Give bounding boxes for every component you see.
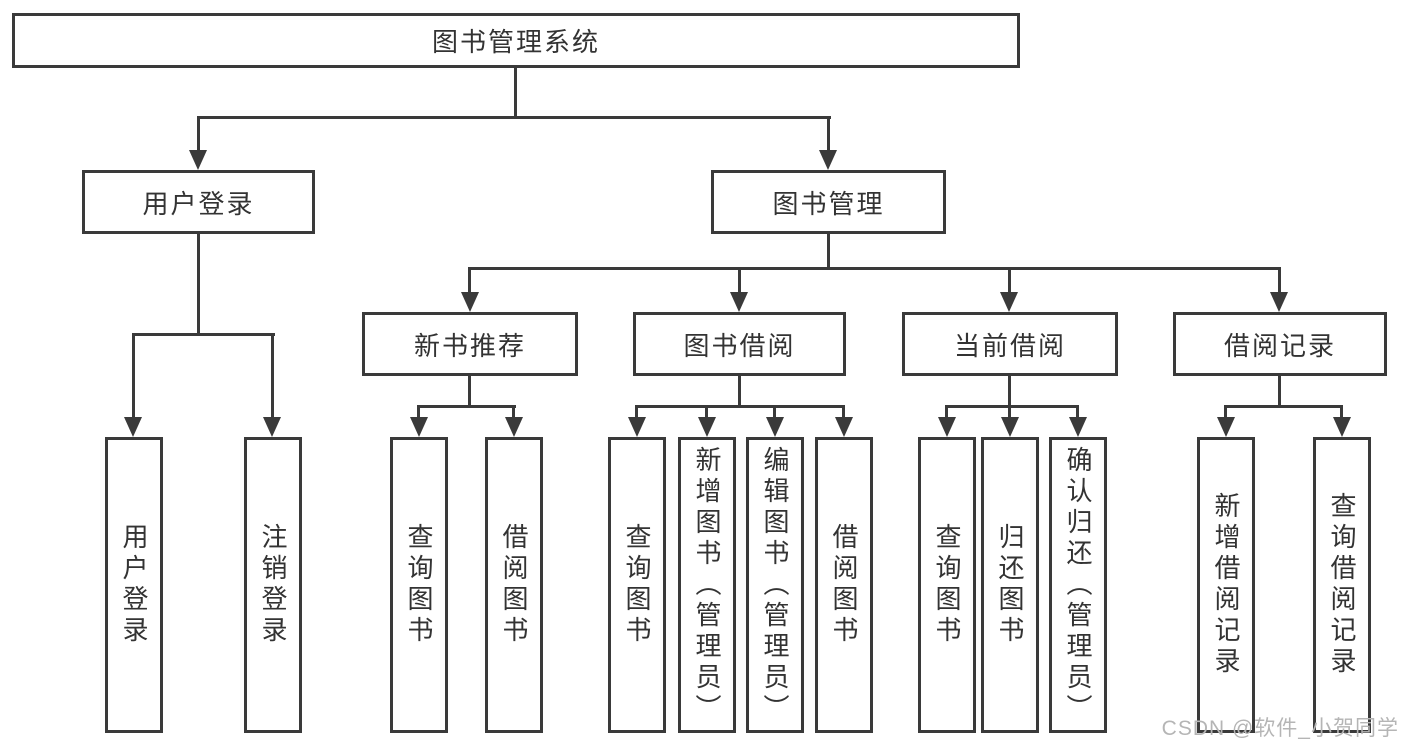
edge-drop-recadd bbox=[1224, 405, 1227, 420]
arrow-down-icon bbox=[505, 417, 523, 437]
node-root: 图书管理系统 bbox=[12, 13, 1020, 68]
node-book-borrow: 图书借阅 bbox=[633, 312, 846, 376]
arrow-down-icon bbox=[938, 417, 956, 437]
edge-root-split bbox=[197, 116, 831, 119]
leaf-borrow-borrow-books: 借阅图书 bbox=[815, 437, 873, 733]
edge-drop-leaf-login bbox=[132, 333, 135, 419]
arrow-down-icon bbox=[189, 150, 207, 170]
arrow-down-icon bbox=[1217, 417, 1235, 437]
arrow-down-icon bbox=[1069, 417, 1087, 437]
edge-drop-bor-add bbox=[705, 405, 708, 420]
arrow-down-icon bbox=[124, 417, 142, 437]
node-book-management: 图书管理 bbox=[711, 170, 946, 234]
edge-userlogin-split bbox=[132, 333, 275, 336]
edge-borrow-trunk bbox=[738, 376, 741, 408]
edge-drop-user-login bbox=[197, 116, 200, 153]
arrow-down-icon bbox=[1001, 417, 1019, 437]
edge-root-trunk bbox=[514, 68, 517, 119]
arrow-down-icon bbox=[698, 417, 716, 437]
edge-current-split bbox=[945, 405, 1079, 408]
edge-current-trunk bbox=[1008, 376, 1011, 408]
edge-drop-rec-borrow bbox=[512, 405, 515, 420]
edge-recommend-trunk bbox=[468, 376, 471, 408]
edge-userlogin-trunk bbox=[197, 234, 200, 336]
node-user-login: 用户登录 bbox=[82, 170, 315, 234]
arrow-down-icon bbox=[1270, 292, 1288, 312]
edge-drop-cur-return bbox=[1008, 405, 1011, 420]
leaf-borrow-query-books: 查询图书 bbox=[608, 437, 666, 733]
edge-drop-rec-query bbox=[417, 405, 420, 420]
edge-drop-cur-query bbox=[945, 405, 948, 420]
arrow-down-icon bbox=[1333, 417, 1351, 437]
arrow-down-icon bbox=[263, 417, 281, 437]
leaf-borrow-edit-books-admin: 编辑图书（管理员） bbox=[746, 437, 804, 733]
leaf-records-add-record: 新增借阅记录 bbox=[1197, 437, 1255, 733]
edge-drop-bor-edit bbox=[773, 405, 776, 420]
edge-records-split bbox=[1224, 405, 1343, 408]
edge-bookmgmt-trunk bbox=[827, 234, 830, 270]
edge-drop-bor-query bbox=[635, 405, 638, 420]
edge-drop-cur-confirm bbox=[1076, 405, 1079, 420]
arrow-down-icon bbox=[819, 150, 837, 170]
arrow-down-icon bbox=[628, 417, 646, 437]
node-borrow-records: 借阅记录 bbox=[1173, 312, 1387, 376]
edge-drop-current bbox=[1008, 267, 1011, 294]
edge-drop-borrow bbox=[738, 267, 741, 294]
arrow-down-icon bbox=[766, 417, 784, 437]
leaf-current-confirm-return-admin: 确认归还（管理员） bbox=[1049, 437, 1107, 733]
arrow-down-icon bbox=[461, 292, 479, 312]
node-current-borrow: 当前借阅 bbox=[902, 312, 1118, 376]
arrow-down-icon bbox=[835, 417, 853, 437]
csdn-watermark: CSDN @软件_小贺同学 bbox=[1161, 717, 1399, 740]
edge-records-trunk bbox=[1278, 376, 1281, 408]
edge-drop-recquery bbox=[1340, 405, 1343, 420]
leaf-recommend-borrow-books: 借阅图书 bbox=[485, 437, 543, 733]
edge-drop-recommend bbox=[468, 267, 471, 294]
arrow-down-icon bbox=[1000, 292, 1018, 312]
node-new-book-recommend: 新书推荐 bbox=[362, 312, 578, 376]
leaf-logout: 注销登录 bbox=[244, 437, 302, 733]
arrow-down-icon bbox=[410, 417, 428, 437]
edge-drop-bor-borrow bbox=[842, 405, 845, 420]
edge-bookmgmt-split bbox=[468, 267, 1281, 270]
leaf-recommend-query-books: 查询图书 bbox=[390, 437, 448, 733]
edge-borrow-split bbox=[635, 405, 845, 408]
edge-drop-records bbox=[1278, 267, 1281, 294]
edge-drop-leaf-logout bbox=[271, 333, 274, 419]
leaf-current-query-books: 查询图书 bbox=[918, 437, 976, 733]
leaf-records-query-record: 查询借阅记录 bbox=[1313, 437, 1371, 733]
leaf-current-return-books: 归还图书 bbox=[981, 437, 1039, 733]
edge-drop-book-management bbox=[827, 116, 830, 153]
leaf-borrow-add-books-admin: 新增图书（管理员） bbox=[678, 437, 736, 733]
leaf-user-login: 用户登录 bbox=[105, 437, 163, 733]
arrow-down-icon bbox=[730, 292, 748, 312]
edge-recommend-split bbox=[417, 405, 516, 408]
